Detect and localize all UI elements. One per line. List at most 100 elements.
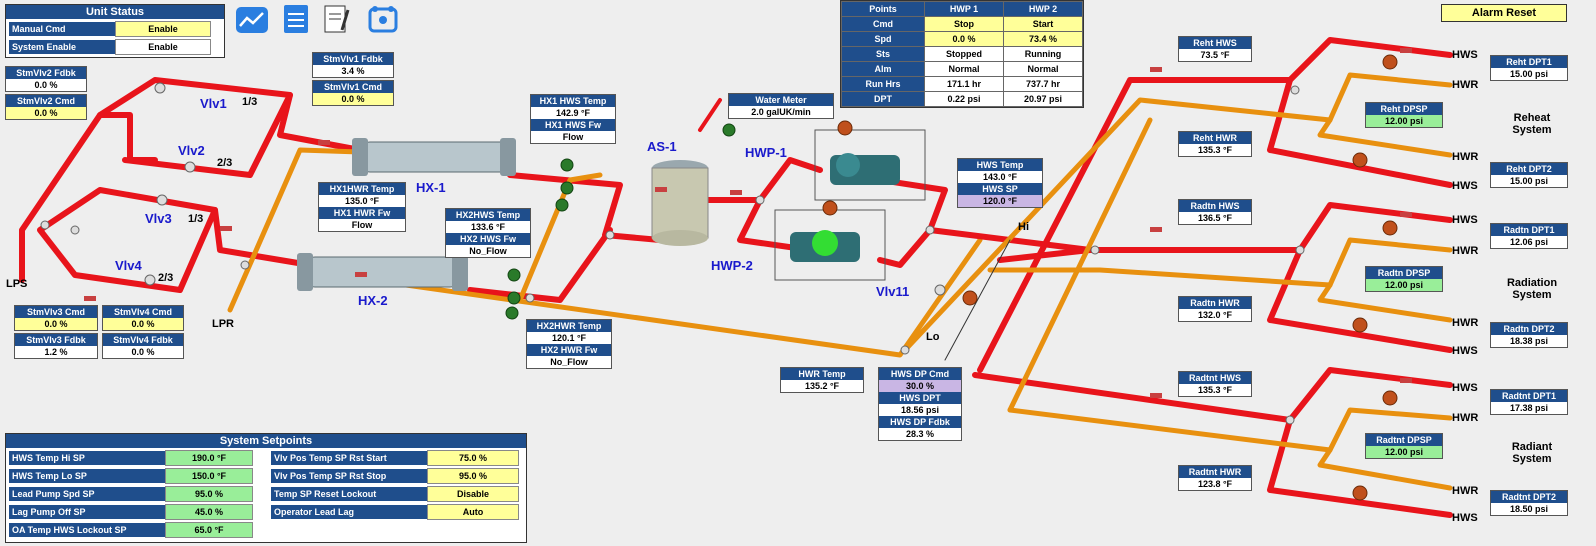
- box-value[interactable]: 12.00 psi: [1366, 115, 1442, 127]
- box-label: Radtn DPT2: [1491, 323, 1567, 335]
- box-value[interactable]: 0.0 %: [313, 93, 393, 105]
- hwr-label: HWR: [1452, 485, 1479, 497]
- hwp1-sts: Stopped: [924, 46, 1004, 62]
- box-label: Radtnt HWS: [1179, 372, 1251, 384]
- box-value: 0.0 %: [34, 80, 58, 90]
- setpoint-label: HWS Temp Lo SP: [9, 469, 165, 483]
- box-value: 18.50 psi: [1509, 504, 1549, 514]
- box-label: Radtnt DPSP: [1366, 434, 1442, 446]
- box-value[interactable]: 0.0 %: [103, 318, 183, 330]
- vlv4-frac: 2/3: [158, 272, 174, 284]
- system-enable-value[interactable]: Enable: [115, 39, 211, 55]
- manual-cmd-value[interactable]: Enable: [115, 21, 211, 37]
- box-value: 132.0 °F: [1197, 310, 1233, 320]
- trend-icon[interactable]: [235, 6, 269, 34]
- box-label: StmVlv2 Fdbk: [6, 67, 86, 79]
- hwp1-spd[interactable]: 0.0 %: [924, 31, 1004, 47]
- box-label: StmVlv4 Cmd: [103, 306, 183, 318]
- hwp2-cmd[interactable]: Start: [1003, 16, 1083, 32]
- setpoint-value[interactable]: Auto: [427, 504, 519, 520]
- setpoints-title: System Setpoints: [6, 434, 526, 448]
- setpoint-label: Temp SP Reset Lockout: [271, 487, 427, 501]
- setpoint-value[interactable]: 190.0 °F: [165, 450, 253, 466]
- hi-label: Hi: [1018, 221, 1029, 233]
- vlv2-frac: 2/3: [217, 157, 233, 169]
- hx1-label: HX-1: [416, 180, 446, 195]
- setpoint-value[interactable]: Disable: [427, 486, 519, 502]
- box-label: Water Meter: [729, 94, 833, 106]
- hwp1-pump-graphic: [814, 129, 926, 201]
- row-label: Spd: [841, 31, 925, 47]
- setpoint-label: Lag Pump Off SP: [9, 505, 165, 519]
- setpoint-value[interactable]: 65.0 °F: [165, 522, 253, 538]
- notes-icon[interactable]: [322, 4, 356, 33]
- hx2-shell: [297, 253, 468, 291]
- document-icon[interactable]: [280, 4, 314, 33]
- box-value[interactable]: 30.0 %: [879, 380, 961, 392]
- box-value: 135.3 °F: [1197, 145, 1233, 155]
- box-label: HX2 HWS Fw: [446, 233, 530, 245]
- box-value: 120.1 °F: [551, 333, 587, 343]
- box-value: 15.00 psi: [1509, 176, 1549, 186]
- box-label: HWS DPT: [879, 392, 961, 404]
- hws-label: HWS: [1452, 49, 1478, 61]
- box-value[interactable]: 12.00 psi: [1366, 446, 1442, 458]
- box-label: Radtn DPT1: [1491, 224, 1567, 236]
- hwp2-spd[interactable]: 73.4 %: [1003, 31, 1083, 47]
- reheat-system-label: Reheat System: [1512, 112, 1552, 136]
- box-label: HX1 HWS Fw: [531, 119, 615, 131]
- box-label: Reht DPT1: [1491, 56, 1567, 68]
- setpoint-value[interactable]: 45.0 %: [165, 504, 253, 520]
- schedule-icon[interactable]: [366, 4, 400, 33]
- box-label: HX1 HWR Fw: [319, 207, 405, 219]
- box-label: HWR Temp: [781, 368, 863, 380]
- hwp2-alm: Normal: [1003, 61, 1083, 77]
- hwp1-cmd[interactable]: Stop: [924, 16, 1004, 32]
- box-value: 73.5 °F: [1200, 50, 1230, 60]
- box-label: HX1HWR Temp: [319, 183, 405, 195]
- box-value[interactable]: 120.0 °F: [958, 195, 1042, 207]
- box-label: Radtn HWS: [1179, 200, 1251, 212]
- hwp1-alm: Normal: [924, 61, 1004, 77]
- box-label: Reht DPSP: [1366, 103, 1442, 115]
- vlv3-frac: 1/3: [188, 213, 204, 225]
- setpoint-value[interactable]: 75.0 %: [427, 450, 519, 466]
- box-value: 143.0 °F: [982, 172, 1018, 182]
- hwp2-pump-graphic: [774, 209, 886, 281]
- box-value[interactable]: 0.0 %: [15, 318, 97, 330]
- box-label: Radtn DPSP: [1366, 267, 1442, 279]
- box-label: HX2HWS Temp: [446, 209, 530, 221]
- box-value: 2.0 galUK/min: [751, 107, 811, 117]
- box-value[interactable]: 12.00 psi: [1366, 279, 1442, 291]
- hws-label: HWS: [1452, 382, 1478, 394]
- box-label: Reht DPT2: [1491, 163, 1567, 175]
- box-value[interactable]: 0.0 %: [6, 107, 86, 119]
- setpoint-value[interactable]: 95.0 %: [165, 486, 253, 502]
- box-label: HX1 HWS Temp: [531, 95, 615, 107]
- row-label: DPT: [841, 91, 925, 107]
- hwp2-label: HWP-2: [711, 258, 753, 273]
- hx2-label: HX-2: [358, 293, 388, 308]
- box-label: Radtn HWR: [1179, 297, 1251, 309]
- hwr-label: HWR: [1452, 412, 1479, 424]
- box-label: StmVlv2 Cmd: [6, 95, 86, 107]
- setpoint-label: Vlv Pos Temp SP Rst Stop: [271, 469, 427, 483]
- setpoint-value[interactable]: 150.0 °F: [165, 468, 253, 484]
- setpoint-value[interactable]: 95.0 %: [427, 468, 519, 484]
- box-value: 17.38 psi: [1509, 403, 1549, 413]
- alarm-reset-button[interactable]: Alarm Reset: [1441, 4, 1567, 22]
